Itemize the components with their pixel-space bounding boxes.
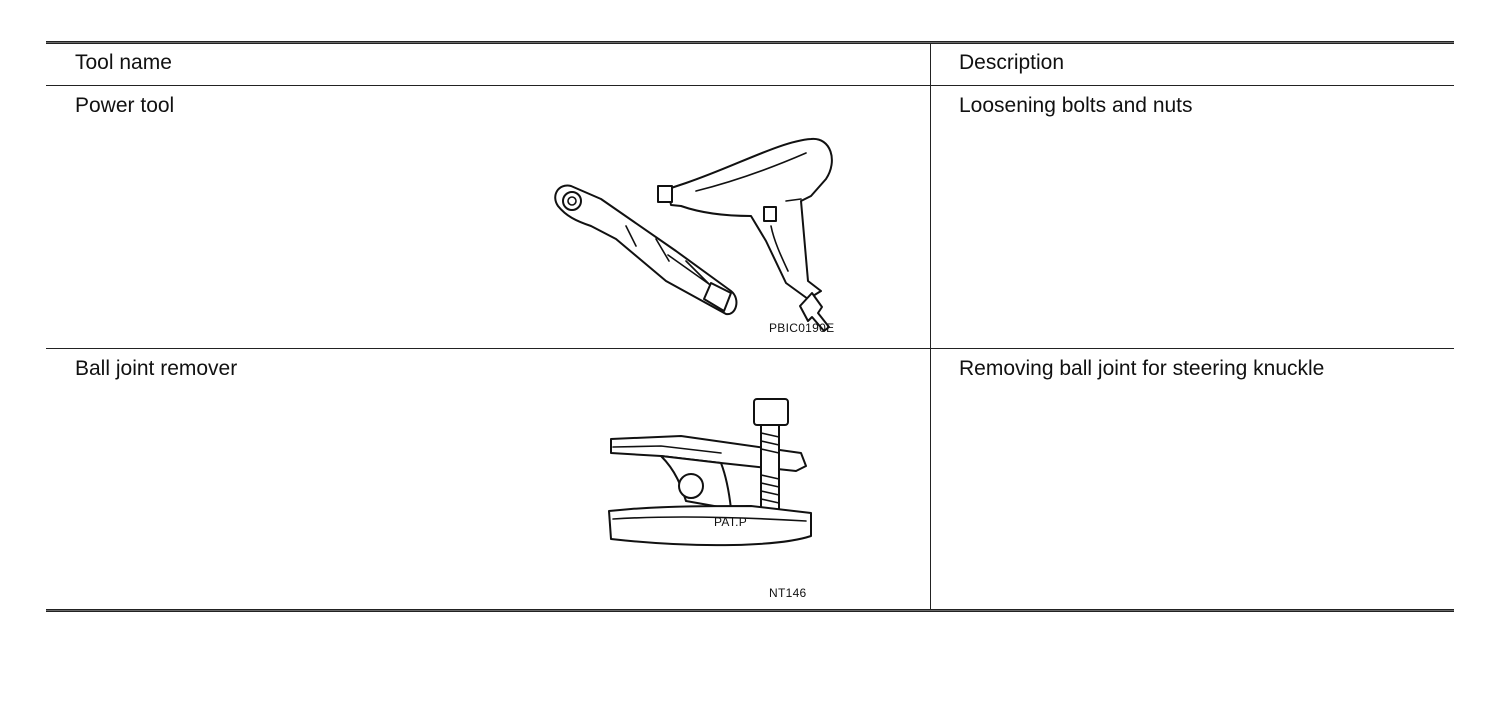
table-bottom-rule xyxy=(46,609,1454,612)
ball-joint-figure-code: NT146 xyxy=(769,586,807,600)
table-top-rule xyxy=(46,41,1454,44)
header-rule xyxy=(46,85,1454,86)
column-divider xyxy=(930,44,931,611)
ball-joint-remover-illustration xyxy=(608,398,812,547)
row-power-tool-name: Power tool xyxy=(75,94,175,117)
ball-joint-remover-stamp: PAT.P xyxy=(714,515,748,529)
row-divider xyxy=(46,348,1454,349)
header-tool-name: Tool name xyxy=(75,51,172,74)
row-ball-joint-name: Ball joint remover xyxy=(75,357,238,380)
power-tool-illustration xyxy=(554,137,833,332)
ball-joint-remover-icon xyxy=(608,398,812,547)
impact-wrench-icon xyxy=(657,137,833,332)
row-ball-joint-description: Removing ball joint for steering knuckle xyxy=(959,357,1325,380)
ratchet-wrench-icon xyxy=(554,184,738,316)
header-description: Description xyxy=(959,51,1065,74)
power-tool-figure-code: PBIC0190E xyxy=(769,321,835,335)
row-power-tool-description: Loosening bolts and nuts xyxy=(959,94,1193,117)
